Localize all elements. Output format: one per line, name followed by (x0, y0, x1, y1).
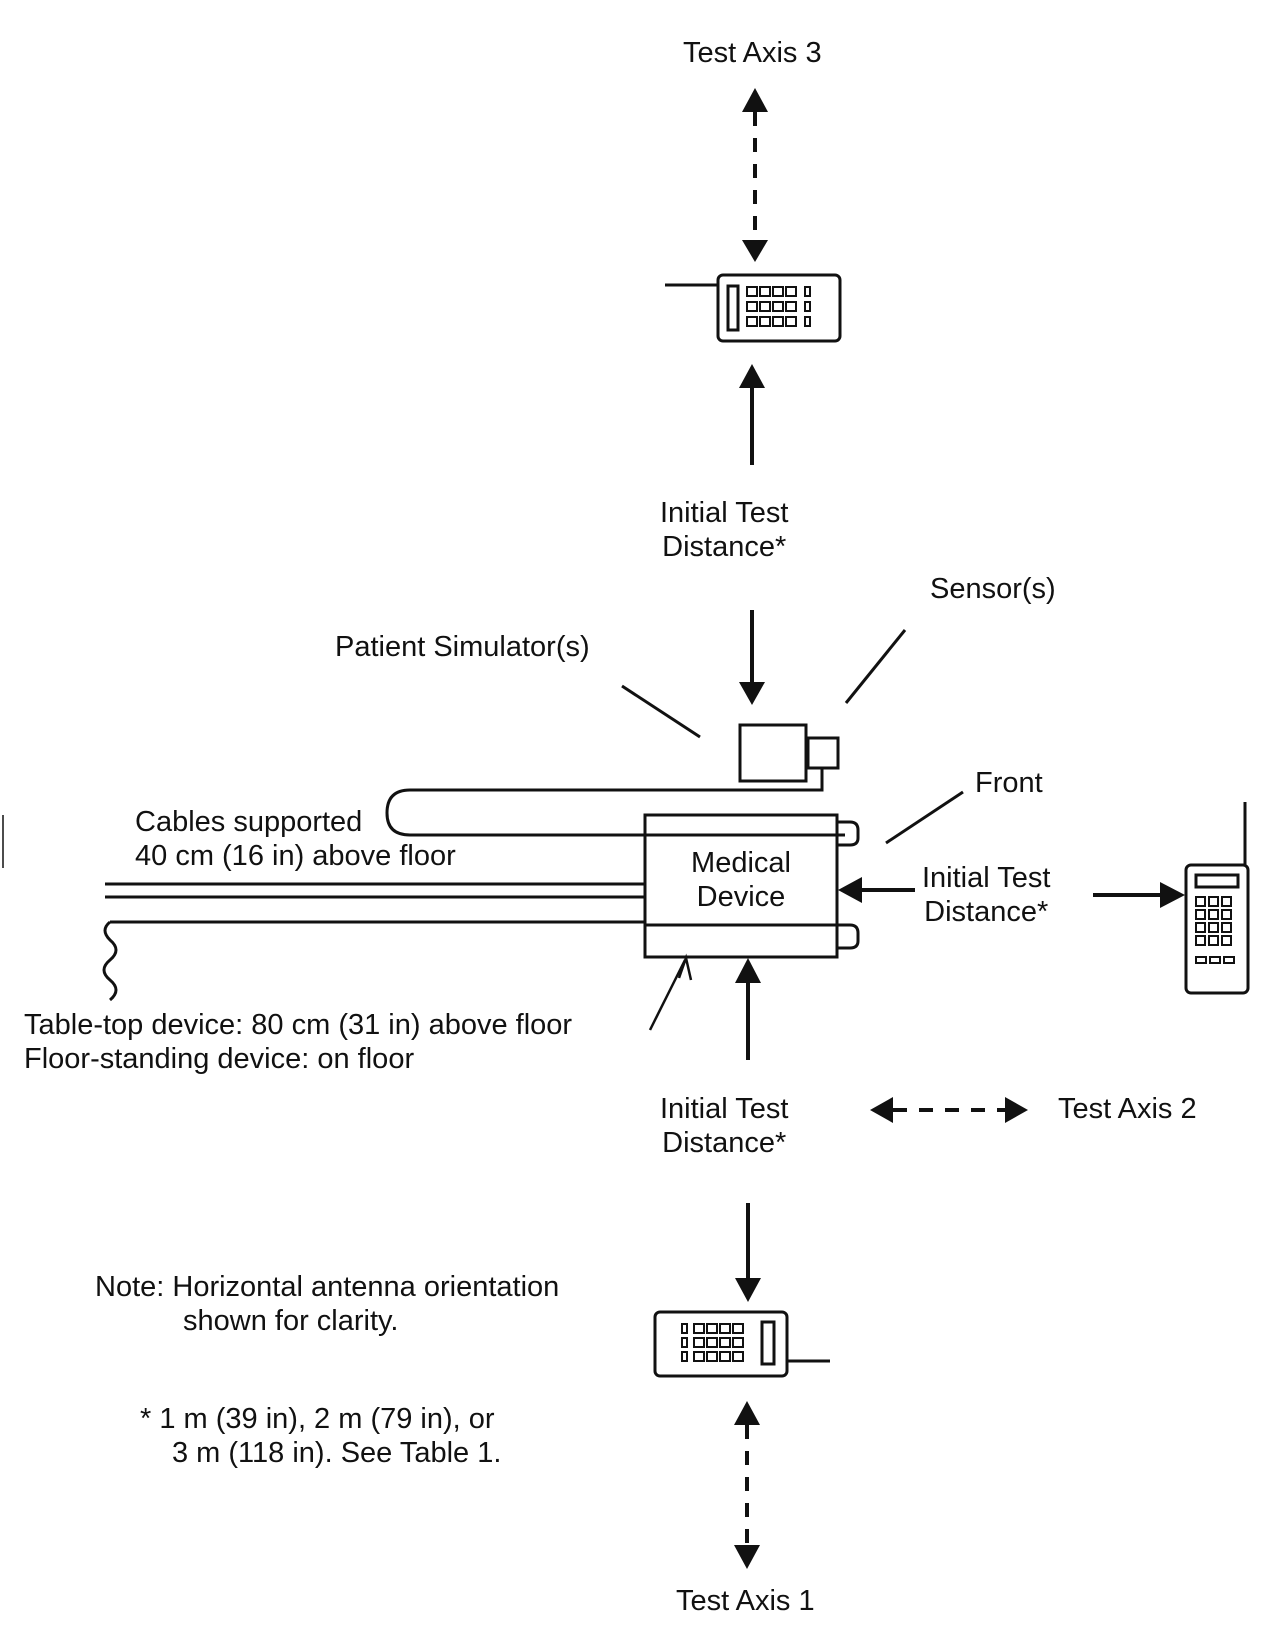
initial-distance-top-arrows (739, 364, 765, 705)
handheld-radio-icon (1184, 802, 1250, 995)
test-axis-2-arrow (870, 1097, 1028, 1123)
patient-simulator-box (738, 723, 840, 792)
initial-distance-bottom-line-2: Distance* (662, 1127, 787, 1159)
note-line-1: Note: Horizontal antenna orientation (95, 1271, 560, 1303)
medical-device-line-1: Medical (691, 847, 791, 879)
footnote-line-1: * 1 m (39 in), 2 m (79 in), or (140, 1403, 495, 1435)
test-axis-1-label: Test Axis 1 (676, 1585, 815, 1617)
cables (105, 882, 645, 924)
cables-line-1: Cables supported (135, 806, 363, 838)
front-label: Front (975, 767, 1043, 799)
sensor-pointer (844, 629, 907, 704)
initial-distance-right-arrows (838, 877, 1185, 908)
initial-distance-bottom-label: Initial Test Distance* (660, 1092, 788, 1160)
test-axis-3-label: Test Axis 3 (683, 37, 822, 69)
initial-distance-top-label: Initial Test Distance* (660, 496, 788, 564)
sensors-label: Sensor(s) (930, 573, 1056, 605)
cable-coil-icon (102, 920, 118, 1002)
cables-label: Cables supported 40 cm (16 in) above flo… (135, 805, 456, 873)
initial-distance-right-line-2: Distance* (924, 896, 1049, 928)
test-axis-3-arrow (742, 88, 768, 262)
table-top-label: Table-top device: 80 cm (31 in) above fl… (24, 1009, 573, 1041)
floor-standing-label: Floor-standing device: on floor (24, 1043, 415, 1075)
table-top-pointer (648, 953, 693, 1031)
initial-distance-top-line-1: Initial Test (660, 497, 789, 529)
note-line-2: shown for clarity. (183, 1305, 399, 1337)
medical-device-line-2: Device (696, 881, 786, 913)
patient-simulator-label: Patient Simulator(s) (335, 631, 590, 663)
note-label: Note: Horizontal antenna orientation sho… (95, 1270, 559, 1338)
footnote-line-2: 3 m (118 in). See Table 1. (172, 1437, 502, 1469)
footnote-label: * 1 m (39 in), 2 m (79 in), or 3 m (118 … (140, 1402, 501, 1470)
initial-distance-top-line-2: Distance* (662, 531, 787, 563)
cables-line-2: 40 cm (16 in) above floor (135, 840, 456, 872)
handheld-radio-icon (665, 273, 842, 343)
front-pointer (885, 790, 964, 845)
initial-distance-right-line-1: Initial Test (922, 862, 1051, 894)
medical-device-label: Medical Device (678, 846, 804, 914)
test-axis-1-arrow (734, 1401, 760, 1569)
initial-distance-bottom-line-1: Initial Test (660, 1093, 789, 1125)
initial-distance-bottom-arrows (735, 958, 761, 1302)
patient-simulator-pointer (621, 684, 701, 739)
medical-device-box (643, 813, 860, 959)
test-axis-2-label: Test Axis 2 (1058, 1093, 1197, 1125)
handheld-radio-icon (653, 1310, 830, 1378)
simulator-cable (385, 788, 845, 837)
initial-distance-right-label: Initial Test Distance* (922, 861, 1050, 929)
